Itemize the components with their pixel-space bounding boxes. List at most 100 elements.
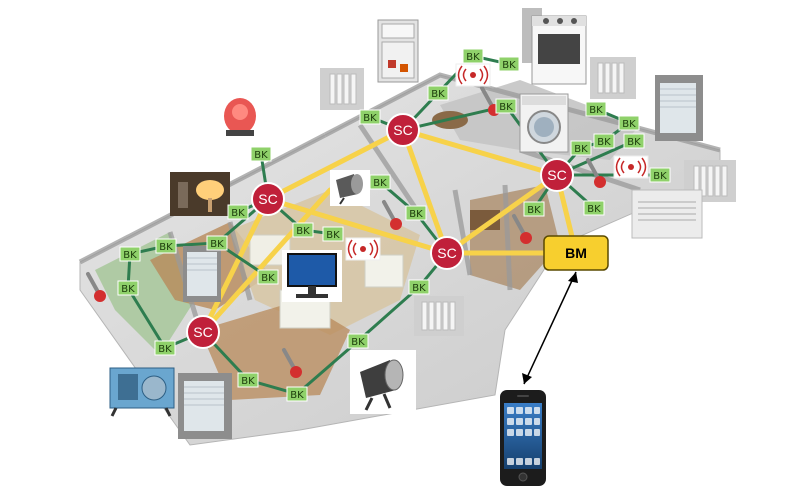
sc-node-center: SC [430,236,464,270]
air-conditioner-icon [631,189,703,239]
bk-node: BK [292,222,314,238]
bk-label: BK [622,119,636,130]
bus-line [400,127,560,178]
bm-phone-link [522,271,578,385]
bus-line [200,196,271,335]
bk-label: BK [499,102,513,113]
bk-label: BK [363,113,377,124]
thermometer-icon [586,158,606,188]
bk-node: BK [359,109,381,125]
fridge-icon [377,19,419,83]
bk-label: BK [653,171,667,182]
bk-node: BK [155,238,177,254]
bk-nodes: BK BK BK BK BK BK BK BK BK BK BK BK BK BK BK BK BK BK BK BK… [117,48,671,402]
bus-line [200,187,333,335]
bk-node: BK [286,386,308,402]
bk-label: BK [574,144,588,155]
thermometer-icon [86,272,106,302]
bk-node: BK [237,372,259,388]
sc-label: SC [393,122,412,138]
spotlight-icon [350,350,416,414]
bk-label: BK [158,344,172,355]
window-shutter-icon [655,75,703,141]
bk-label: BK [373,178,387,189]
bk-node: BK [227,204,249,220]
washing-machine-icon [519,93,569,153]
bk-node: BK [117,280,139,296]
bk-label: BK [123,250,137,261]
window-shutter-icon [178,373,232,439]
bk-label: BK [502,60,516,71]
sc-node-right: SC [540,158,574,192]
bk-label: BK [597,137,611,148]
sc-node-left: SC [251,182,285,216]
bk-label: BK [210,239,224,250]
bk-node: BK [322,226,344,242]
sound-sensor-icon [613,155,649,179]
bk-label: BK [254,150,268,161]
bk-node: BK [257,269,279,285]
bm-label: BM [565,245,587,261]
monitor-icon [282,250,342,302]
sc-label: SC [258,191,277,207]
bk-node: BK [250,146,272,162]
bk-label: BK [431,89,445,100]
bk-label: BK [159,242,173,253]
bk-node: BK [498,56,520,72]
radiator-icon [320,68,364,110]
compressor-icon [109,367,175,417]
radiator-icon [590,57,636,99]
bm-node: BM [543,235,609,271]
bus-line [444,172,560,256]
bk-label: BK [627,137,641,148]
sc-node-bottom: SC [186,315,220,349]
bk-label: BK [587,204,601,215]
bk-node: BK [495,98,517,114]
bk-label: BK [296,226,310,237]
bm-node-group: BM [543,235,609,271]
bk-node: BK [154,340,176,356]
bk-node: BK [649,167,671,183]
bk-label: BK [231,208,245,219]
bk-label: BK [412,283,426,294]
bus-line [400,127,450,256]
spotlight-icon [330,170,370,206]
thermometer-icon [382,200,402,230]
bk-node: BK [585,101,607,117]
bk-label: BK [351,337,365,348]
bk-label: BK [326,230,340,241]
sc-label: SC [193,324,212,340]
sc-node-top: SC [386,113,420,147]
bk-node: BK [347,333,369,349]
bk-node: BK [369,174,391,190]
thermometer-icon [512,214,532,244]
bk-node: BK [462,48,484,64]
bk-label: BK [466,52,480,63]
bk-node: BK [523,201,545,217]
stove-icon [522,8,587,85]
bk-label: BK [589,105,603,116]
sc-nodes: SC SC SC SC SC [186,113,574,349]
sc-label: SC [547,167,566,183]
window-shutter-icon [183,246,221,302]
bk-label: BK [290,390,304,401]
bk-node: BK [405,205,427,221]
bk-label: BK [241,376,255,387]
bk-node: BK [583,200,605,216]
smartphone-icon [500,390,546,486]
bk-node: BK [593,133,615,149]
bk-node: BK [119,246,141,262]
bus-line [265,196,450,256]
radiator-icon [414,296,464,336]
sound-sensor-icon [455,63,491,87]
bk-node: BK [206,235,228,251]
bk-label: BK [409,209,423,220]
bk-node: BK [570,140,592,156]
bk-label: BK [527,205,541,216]
bk-node: BK [427,85,449,101]
bk-label: BK [261,273,275,284]
bk-node: BK [408,279,430,295]
bk-node: BK [623,133,645,149]
